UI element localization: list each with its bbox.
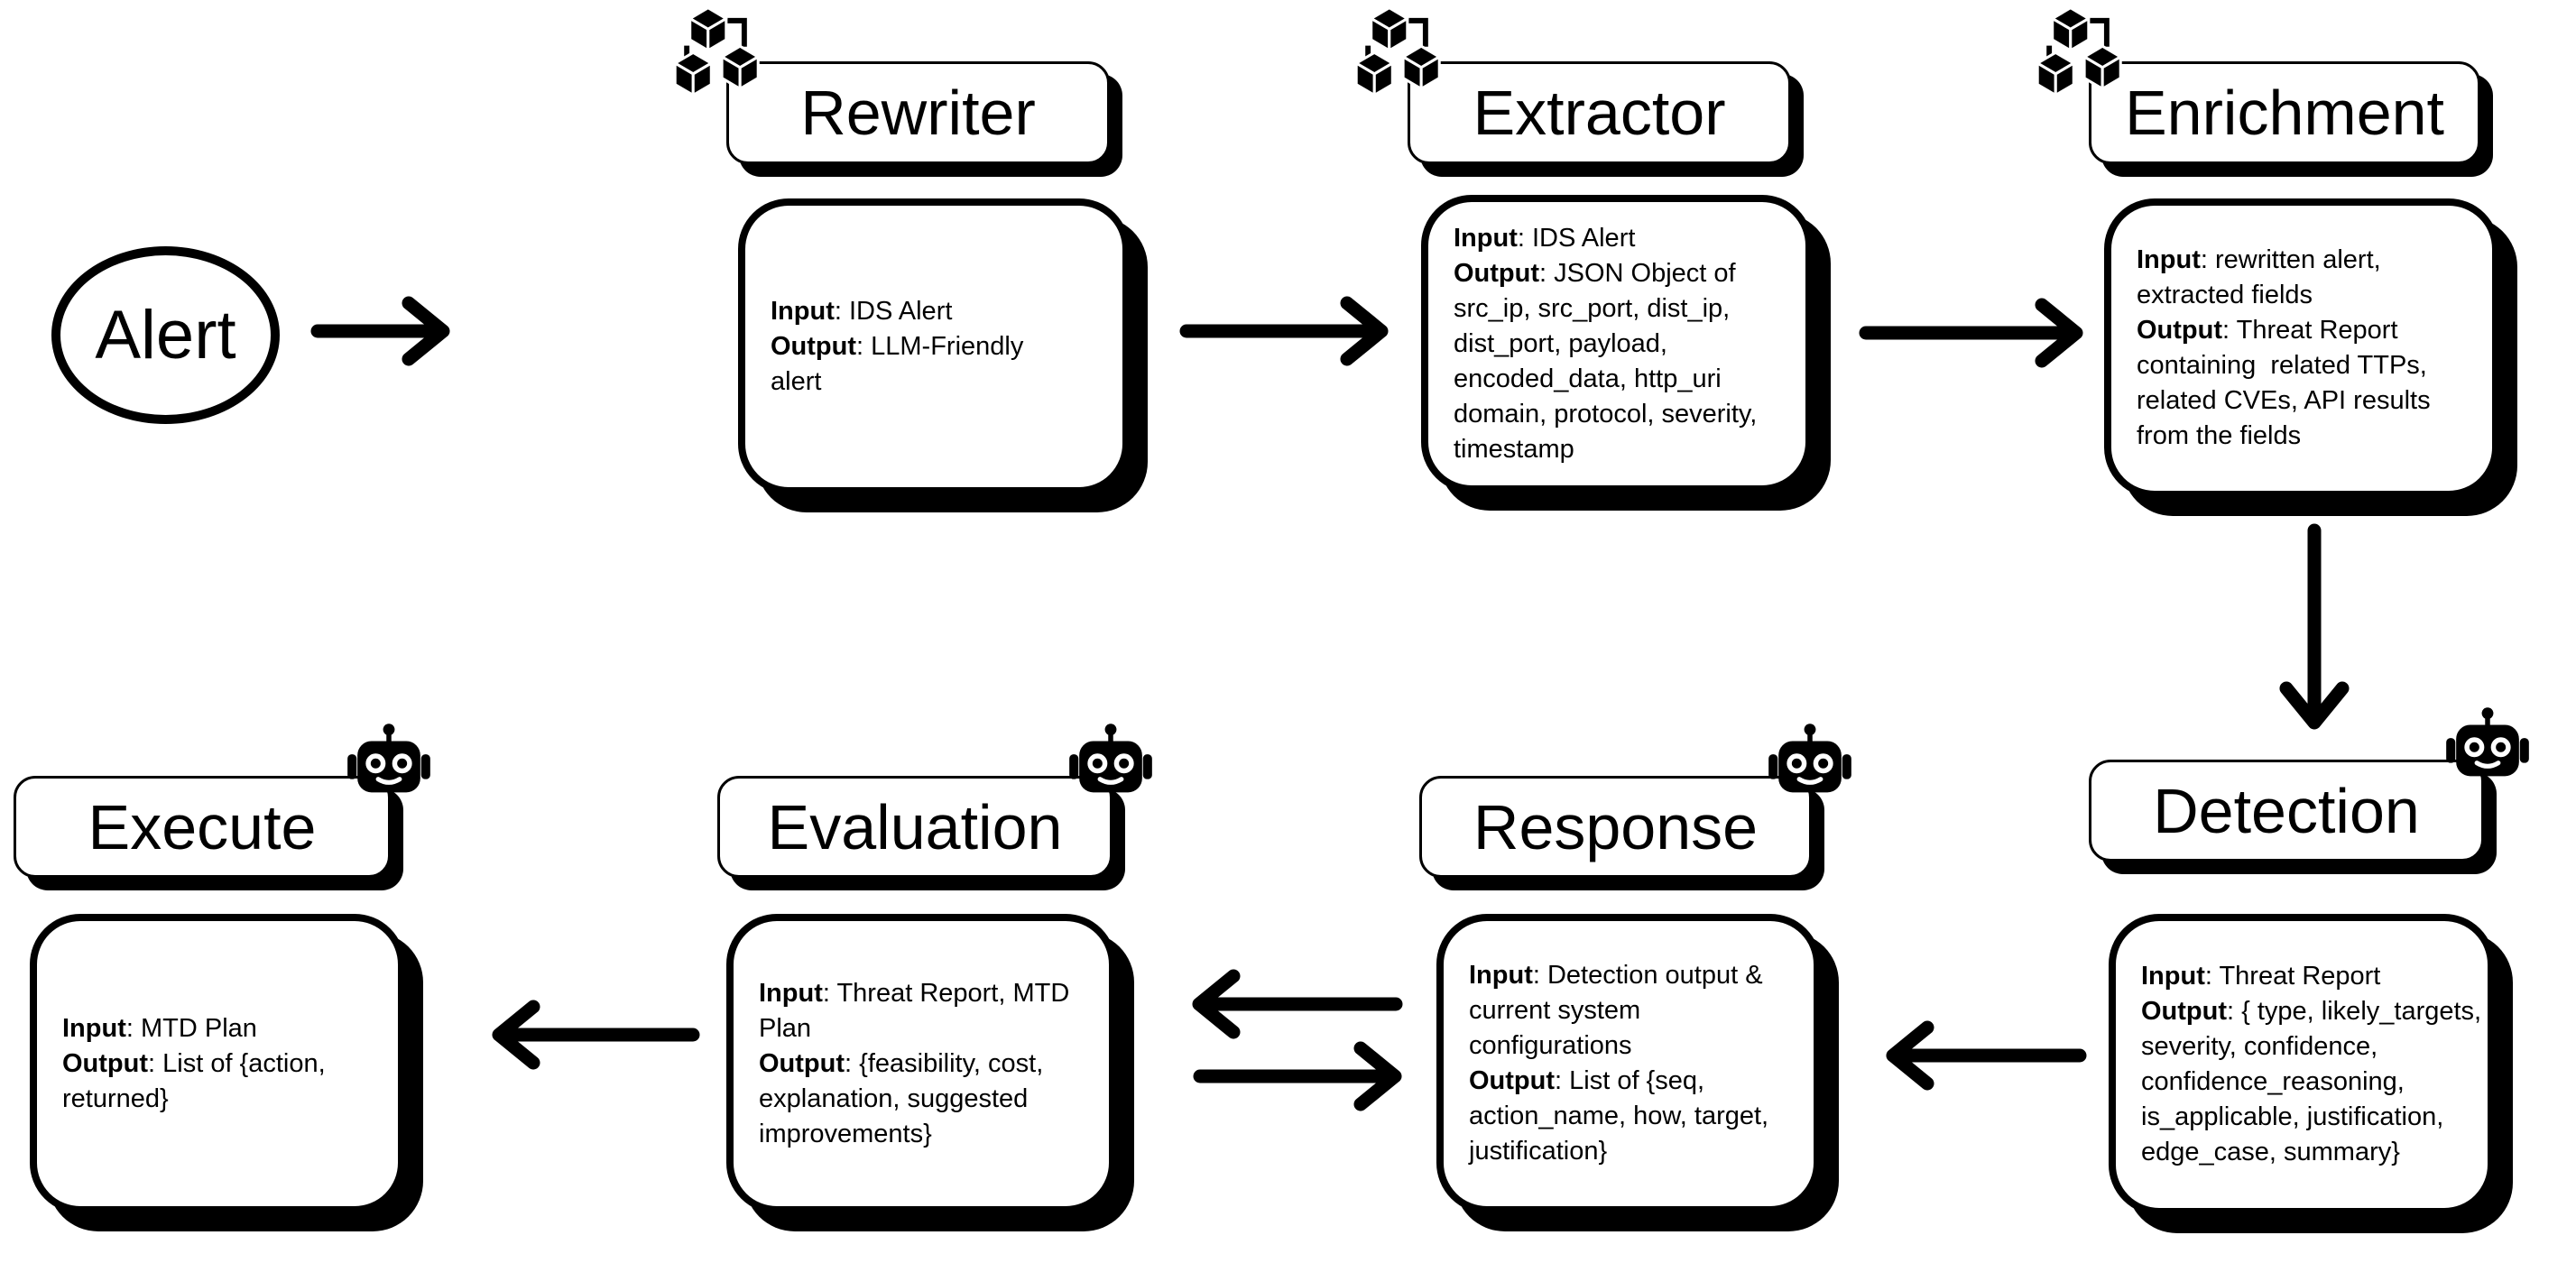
node-box-execute: Input: MTD Plan Output: List of {action,… xyxy=(30,914,405,1213)
node-tab-execute: Execute xyxy=(14,776,391,878)
cubes-icon xyxy=(2036,4,2143,110)
arrow-evaluation-to-execute xyxy=(492,1000,700,1070)
node-tab-rewriter: Rewriter xyxy=(726,61,1110,164)
robot-icon xyxy=(1061,723,1160,809)
node-tab-enrichment: Enrichment xyxy=(2089,61,2480,164)
node-box-extractor: Input: IDS Alert Output: JSON Object of … xyxy=(1421,195,1813,493)
node-io-text: Input: rewritten alert, extracted fields… xyxy=(2137,245,2431,450)
node-title: Extractor xyxy=(1473,78,1726,148)
start-node-alert: Alert xyxy=(51,246,280,424)
node-tab-evaluation: Evaluation xyxy=(717,776,1113,878)
arrow-response-to-evaluation xyxy=(1192,969,1403,1039)
node-io-text: Input: MTD Plan Output: List of {action,… xyxy=(62,1013,326,1113)
arrow-extractor-to-enrichment xyxy=(1859,298,2083,368)
node-io-text: Input: Threat Report Output: { type, lik… xyxy=(2141,962,2482,1166)
robot-icon xyxy=(1760,723,1860,809)
arrow-rewriter-to-extractor xyxy=(1179,296,1389,366)
arrow-enrichment-to-detection xyxy=(2279,523,2350,730)
node-title: Execute xyxy=(88,791,317,862)
node-title: Evaluation xyxy=(767,791,1063,862)
robot-icon xyxy=(2438,706,2537,793)
start-node-label: Alert xyxy=(95,297,236,373)
robot-icon xyxy=(339,723,439,809)
node-title: Rewriter xyxy=(800,78,1036,148)
node-io-text: Input: IDS Alert Output: LLM-Friendly al… xyxy=(771,296,1024,396)
node-tab-response: Response xyxy=(1419,776,1812,878)
node-tab-detection: Detection xyxy=(2089,760,2484,862)
node-box-detection: Input: Threat Report Output: { type, lik… xyxy=(2109,914,2495,1215)
node-tab-extractor: Extractor xyxy=(1408,61,1791,164)
node-title: Enrichment xyxy=(2124,78,2445,148)
arrow-evaluation-to-response xyxy=(1193,1041,1402,1111)
node-title: Detection xyxy=(2153,775,2420,846)
node-box-response: Input: Detection output & current system… xyxy=(1436,914,1821,1213)
node-io-text: Input: Detection output & current system… xyxy=(1469,961,1769,1166)
node-box-rewriter: Input: IDS Alert Output: LLM-Friendly al… xyxy=(738,198,1130,494)
cubes-icon xyxy=(674,4,780,110)
arrow-detection-to-response xyxy=(1886,1020,2087,1091)
node-io-text: Input: IDS Alert Output: JSON Object of … xyxy=(1454,223,1758,464)
node-title: Response xyxy=(1473,791,1759,862)
node-io-text: Input: Threat Report, MTD Plan Output: {… xyxy=(759,978,1070,1148)
arrow-alert-to-rewriter xyxy=(310,296,450,366)
node-box-enrichment: Input: rewritten alert, extracted fields… xyxy=(2104,198,2499,498)
cubes-icon xyxy=(1355,4,1462,110)
node-box-evaluation: Input: Threat Report, MTD Plan Output: {… xyxy=(726,914,1116,1213)
